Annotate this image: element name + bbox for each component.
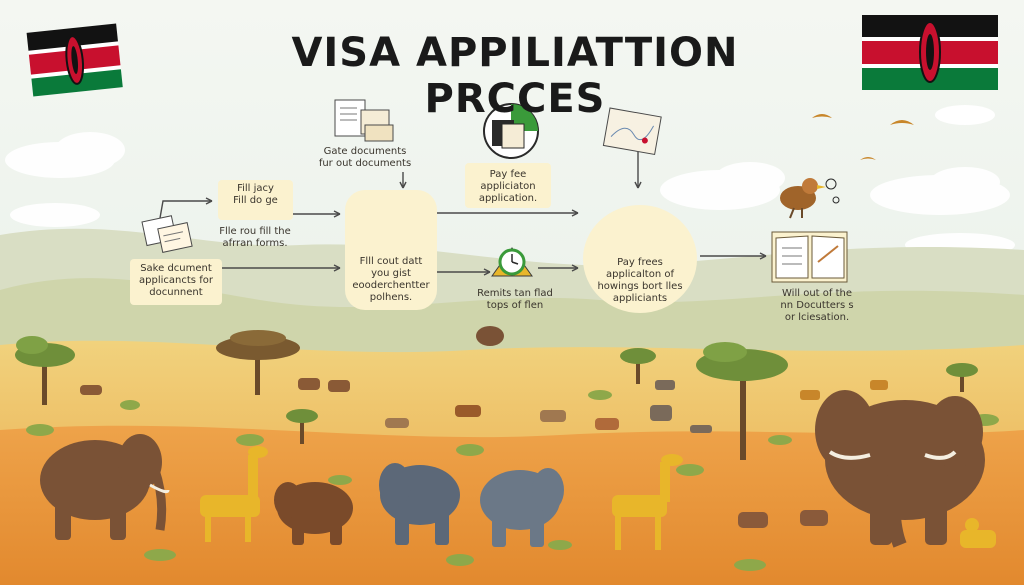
elephant-right-large [815, 390, 985, 548]
flow-arrows [159, 152, 767, 276]
acacia-tree-right [696, 342, 788, 460]
giraffe-left [200, 446, 268, 542]
step-2-panel [218, 180, 293, 220]
payment-icon [483, 103, 539, 159]
birds [812, 114, 914, 160]
form-icon [141, 215, 193, 253]
acacia-tree-small [286, 348, 978, 444]
cheetah-small [960, 518, 996, 548]
acacia-tree-mid [216, 330, 300, 395]
kenya-flag-right-icon [862, 15, 998, 90]
map-icon [602, 107, 662, 156]
step-6-panel [465, 163, 551, 208]
elephant-grey-2 [480, 468, 564, 547]
elephant-brown-small [274, 482, 353, 545]
step-1-panel [130, 259, 222, 305]
elephant-grey-1 [379, 463, 460, 545]
documents-icon [334, 99, 394, 142]
giraffe-right [612, 454, 683, 550]
clock-icon [491, 247, 533, 277]
kenya-flag-left-icon [26, 23, 123, 97]
acacia-tree-left [15, 336, 75, 405]
hyenas [738, 510, 828, 528]
elephant-left [40, 434, 170, 540]
page-title: VISA APPILIATTION PRCCES [291, 30, 739, 122]
background-animals [80, 326, 888, 433]
step-5-panel [345, 190, 437, 310]
step-8-circle [583, 205, 697, 313]
book-icon [771, 231, 848, 283]
bird-icon [780, 178, 840, 219]
